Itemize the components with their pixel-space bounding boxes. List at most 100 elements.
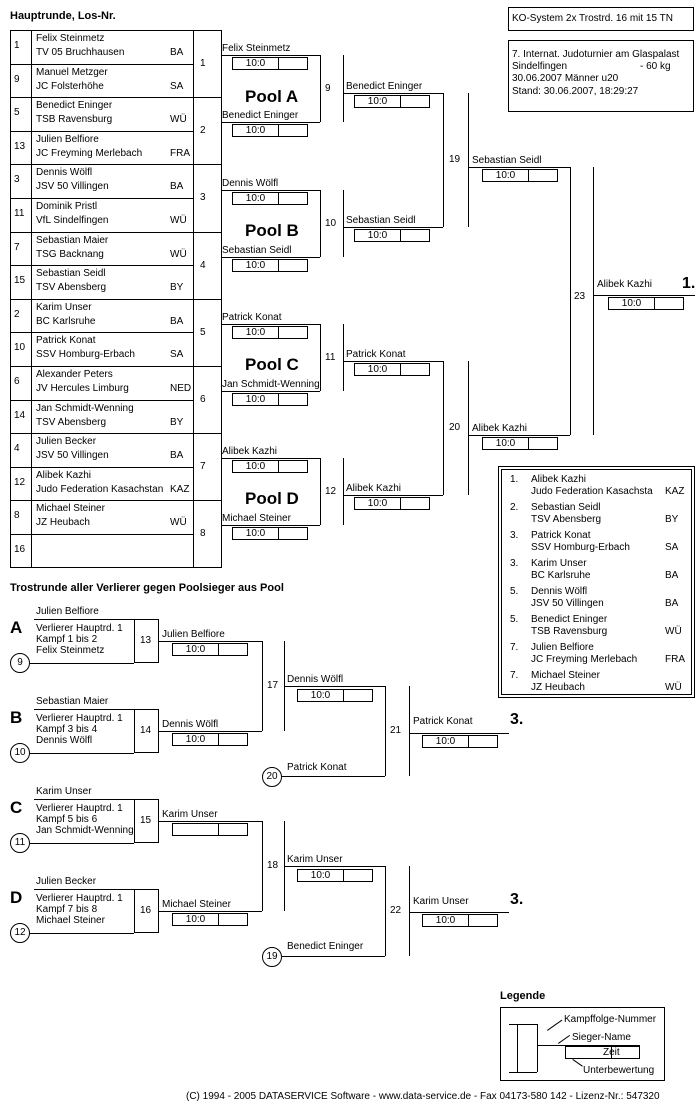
bracket-line <box>193 500 222 501</box>
winner-name: Patrick Konat <box>222 312 282 323</box>
score-value: 10:0 <box>355 96 401 107</box>
rank-nat: BA <box>665 598 679 609</box>
bracket-line <box>468 361 469 495</box>
bracket-line <box>159 641 262 642</box>
draw-club: JSV 50 Villingen <box>36 450 109 461</box>
draw-name: Julien Belfiore <box>36 134 99 145</box>
rank-place: 7. <box>510 642 519 653</box>
winner-name: Julien Belfiore <box>162 629 225 640</box>
draw-name: Sebastian Maier <box>36 235 109 246</box>
rank-place: 5. <box>510 586 519 597</box>
bracket-line <box>159 821 262 822</box>
block-top-name: Karim Unser <box>36 786 92 797</box>
score-box: 10:0 <box>232 393 308 406</box>
bracket-line <box>320 458 321 525</box>
fight-no: 18 <box>267 860 279 871</box>
bracket-line <box>34 709 158 710</box>
draw-nat: BY <box>170 417 184 428</box>
event-box <box>508 40 694 112</box>
bracket-line <box>593 295 695 296</box>
draw-no: 4 <box>14 443 20 454</box>
block-letter: C <box>10 798 23 817</box>
event-name: 7. Internat. Judoturnier am Glaspalast <box>512 49 680 60</box>
winner-name: Dennis Wölfl <box>222 178 279 189</box>
bracket-line <box>30 843 34 844</box>
block-line1: Verlierer Hauptrd. 1 <box>36 713 123 724</box>
draw-club: TSB Ravensburg <box>36 114 113 125</box>
bracket-line <box>222 324 320 325</box>
bracket-line <box>34 799 158 800</box>
draw-name: Manuel Metzger <box>36 67 108 78</box>
bracket-line <box>10 500 193 501</box>
score-box: 10:0 <box>422 735 498 748</box>
draw-club: JZ Heubach <box>36 517 90 528</box>
draw-no: 2 <box>14 309 20 320</box>
score-value: 10:0 <box>233 125 279 136</box>
draw-nat: SA <box>170 349 184 360</box>
winner-name: Alibek Kazhi <box>346 483 402 494</box>
circle-name: Patrick Konat <box>287 762 347 773</box>
winner-name: Alibek Kazhi <box>472 423 528 434</box>
bracket-line <box>468 93 469 227</box>
bracket-line <box>262 641 263 731</box>
winner-name: Felix Steinmetz <box>222 43 291 54</box>
rank-club: JC Freyming Merlebach <box>531 654 638 665</box>
bracket-line <box>222 458 320 459</box>
draw-club: BC Karlsruhe <box>36 316 96 327</box>
block-line1: Verlierer Hauptrd. 1 <box>36 803 123 814</box>
score-value: 10:0 <box>423 915 469 926</box>
rank-nat: BA <box>665 570 679 581</box>
winner-name: Sebastian Seidl <box>346 215 416 226</box>
draw-no: 11 <box>14 208 25 219</box>
draw-no: 12 <box>14 477 26 488</box>
winner-name: Patrick Konat <box>346 349 406 360</box>
bracket-line <box>385 686 386 776</box>
winner-name: Patrick Konat <box>413 716 473 727</box>
fight-no: 13 <box>140 635 152 646</box>
rank-club: Judo Federation Kasachsta <box>531 486 653 497</box>
draw-club: Judo Federation Kasachstan <box>36 484 164 495</box>
bracket-line <box>193 366 222 367</box>
bracket-line <box>10 299 193 300</box>
score-value: 10:0 <box>173 914 219 925</box>
draw-no: 15 <box>14 275 26 286</box>
bracket-line <box>282 956 385 957</box>
score-box: 10:0 <box>232 527 308 540</box>
block-top-name: Julien Belfiore <box>36 606 99 617</box>
winner-name: Dennis Wölfl <box>287 674 344 685</box>
bracket-line <box>343 361 443 362</box>
draw-club: TV 05 Bruchhausen <box>36 47 125 58</box>
fight-no: 21 <box>390 725 402 736</box>
draw-name: Dennis Wölfl <box>36 167 93 178</box>
bracket-line <box>409 912 509 913</box>
event-city: Sindelfingen <box>512 61 568 72</box>
draw-name: Michael Steiner <box>36 503 105 514</box>
bracket-line <box>343 227 443 228</box>
bracket-line <box>385 866 386 956</box>
bracket-line <box>443 361 444 495</box>
rank-club: JSV 50 Villingen <box>531 598 604 609</box>
event-date-class: 30.06.2007 Männer u20 <box>512 73 619 84</box>
bracket-line <box>10 131 193 132</box>
info-box <box>508 7 694 31</box>
draw-nat: WÜ <box>170 249 187 260</box>
fight-no: 5 <box>200 327 206 338</box>
block-bottom-name: Michael Steiner <box>36 915 105 926</box>
bracket-line <box>282 776 385 777</box>
bracket-line <box>10 433 193 434</box>
seed-circle: 19 <box>262 947 282 967</box>
draw-club: VfL Sindelfingen <box>36 215 109 226</box>
draw-nat: BA <box>170 316 184 327</box>
score-box: 10:0 <box>232 460 308 473</box>
score-value: 10:0 <box>173 644 219 655</box>
score-box: 10:0 <box>482 437 558 450</box>
bracket-line <box>30 753 34 754</box>
bracket-line <box>222 525 320 526</box>
draw-nat: WÜ <box>170 215 187 226</box>
score-box: 10:0 <box>297 869 373 882</box>
bracket-line <box>30 663 34 664</box>
bracket-line <box>343 190 344 257</box>
place-label: 1. <box>682 275 696 292</box>
fight-no: 9 <box>325 83 331 94</box>
fight-no: 17 <box>267 680 279 691</box>
